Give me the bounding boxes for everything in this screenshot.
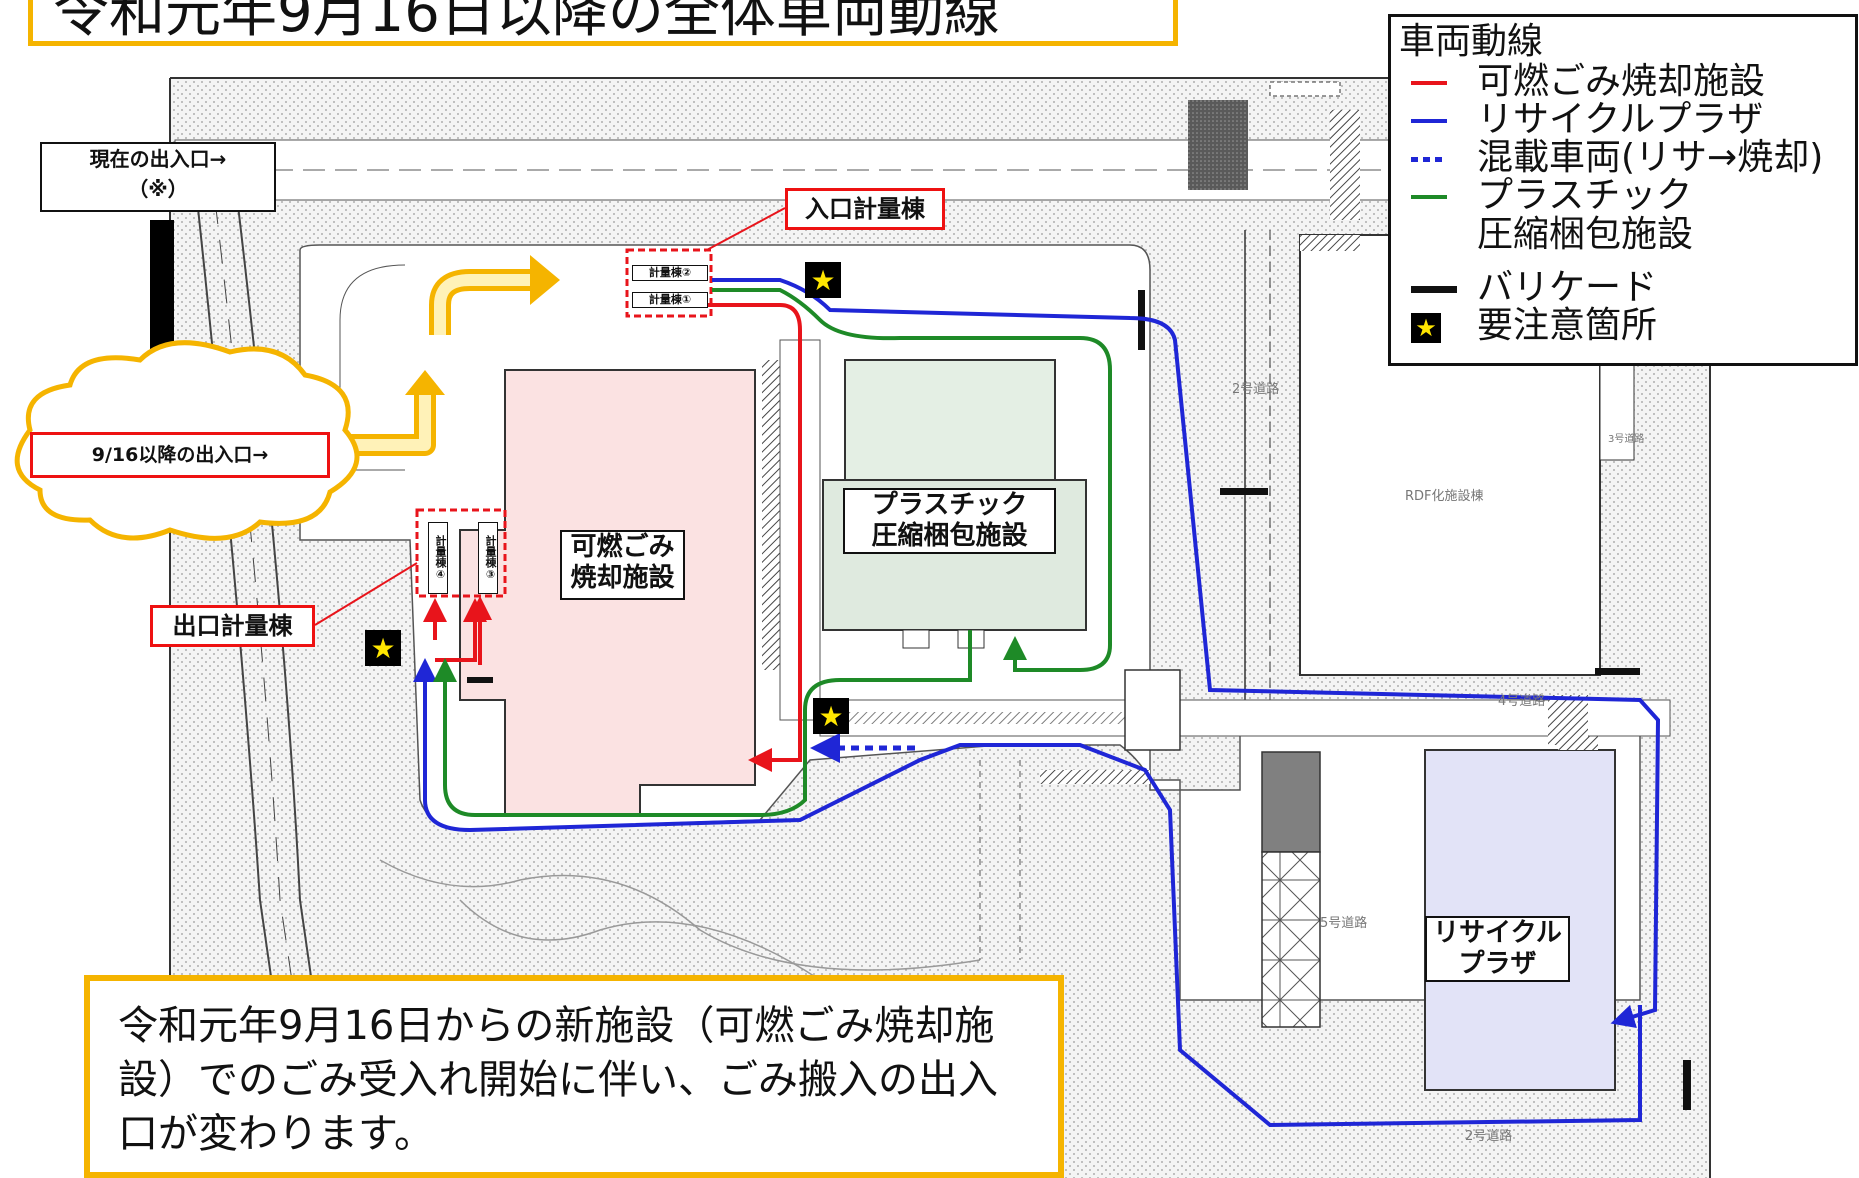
legend-swatch-green <box>1411 195 1447 199</box>
road-label: 2号道路 <box>1232 382 1280 397</box>
entrance-scale-label: 入口計量棟 <box>785 188 945 230</box>
legend-swatch-barricade <box>1411 286 1457 293</box>
exit-scale-leader <box>314 562 418 626</box>
notice-text: 令和元年9月16日からの新施設（可燃ごみ焼却施設）でのごみ受入れ開始に伴い、ごみ… <box>84 975 1064 1178</box>
plastic-building-upper <box>844 359 1056 481</box>
scale-1-tag: 計量棟① <box>632 292 708 308</box>
star-icon: ★ <box>805 262 841 298</box>
legend-swatch-red <box>1411 81 1447 85</box>
exit-scale-area <box>415 508 507 598</box>
legend-item-caution: ★ 要注意箇所 <box>1399 307 1847 345</box>
new-entrance-label: 9/16以降の出入口→ <box>30 432 330 478</box>
west-road <box>194 179 301 1178</box>
legend-item-mixed: 混載車両(リサ→焼却) <box>1399 139 1847 177</box>
exit-scale-label: 出口計量棟 <box>150 605 315 647</box>
tower-grid <box>1261 851 1321 1028</box>
plastic-label: プラスチック 圧縮梱包施設 <box>843 488 1056 554</box>
svg-text:★: ★ <box>370 632 395 665</box>
svg-text:★: ★ <box>818 700 843 733</box>
route-green-exit <box>433 630 972 817</box>
road-label: 2号道路 <box>1465 1129 1513 1144</box>
route-blue <box>712 278 1661 1029</box>
recycle-label: リサイクル プラザ <box>1425 916 1570 982</box>
yellow-arrow-head-2 <box>530 255 560 305</box>
road-label: 4号道路 <box>1498 694 1546 709</box>
terrain-lines <box>379 859 981 971</box>
incineration-label: 可燃ごみ 焼却施設 <box>560 530 685 600</box>
yellow-arrow-head-1 <box>405 370 445 395</box>
barricade-2 <box>1220 488 1268 495</box>
page-title: 令和元年9月16日以降の全体車両動線 <box>28 0 1178 46</box>
legend-item-recycle: リサイクルプラザ <box>1399 101 1847 139</box>
rdf-label: RDF化施設棟 <box>1405 489 1484 504</box>
legend: 車両動線 可燃ごみ焼却施設 リサイクルプラザ 混載車両(リサ→焼却) プラスチッ… <box>1388 14 1858 366</box>
road-label: 5号道路 <box>1320 916 1368 931</box>
legend-item-plastic: プラスチック <box>1399 177 1847 215</box>
barricade-5 <box>467 677 493 683</box>
route-green <box>712 288 1112 672</box>
svg-text:★: ★ <box>810 264 835 297</box>
legend-item-barricade: バリケード <box>1399 269 1847 307</box>
hatch-block-top <box>1188 100 1248 190</box>
scale-4-tag: 計量棟④ <box>428 522 448 594</box>
route-blue-return <box>413 658 1642 1128</box>
road-label: 3号道路 <box>1608 434 1645 445</box>
scale-3-tag: 計量棟③ <box>478 522 498 594</box>
star-icon: ★ <box>365 630 401 666</box>
scale-2-tag: 計量棟② <box>632 265 708 281</box>
star-icon: ★ <box>1411 313 1441 343</box>
legend-item-plastic-cont: 圧縮梱包施設 <box>1477 214 1694 255</box>
legend-swatch-blue-dotted <box>1411 157 1447 162</box>
entrance-scale-area <box>625 248 713 318</box>
legend-swatch-blue <box>1411 119 1447 123</box>
current-entrance-label: 現在の出入口→ （※） <box>40 142 276 212</box>
barricade-3 <box>1595 668 1640 675</box>
tower-dark <box>1261 751 1321 853</box>
entrance-scale-leader <box>704 207 786 252</box>
star-icon: ★ <box>813 698 849 734</box>
legend-title: 車両動線 <box>1399 21 1544 62</box>
hatch-top-right <box>1330 110 1360 220</box>
barricade-4 <box>1683 1060 1691 1110</box>
route-red-in <box>705 303 802 772</box>
legend-item-incineration: 可燃ごみ焼却施設 <box>1399 63 1847 101</box>
